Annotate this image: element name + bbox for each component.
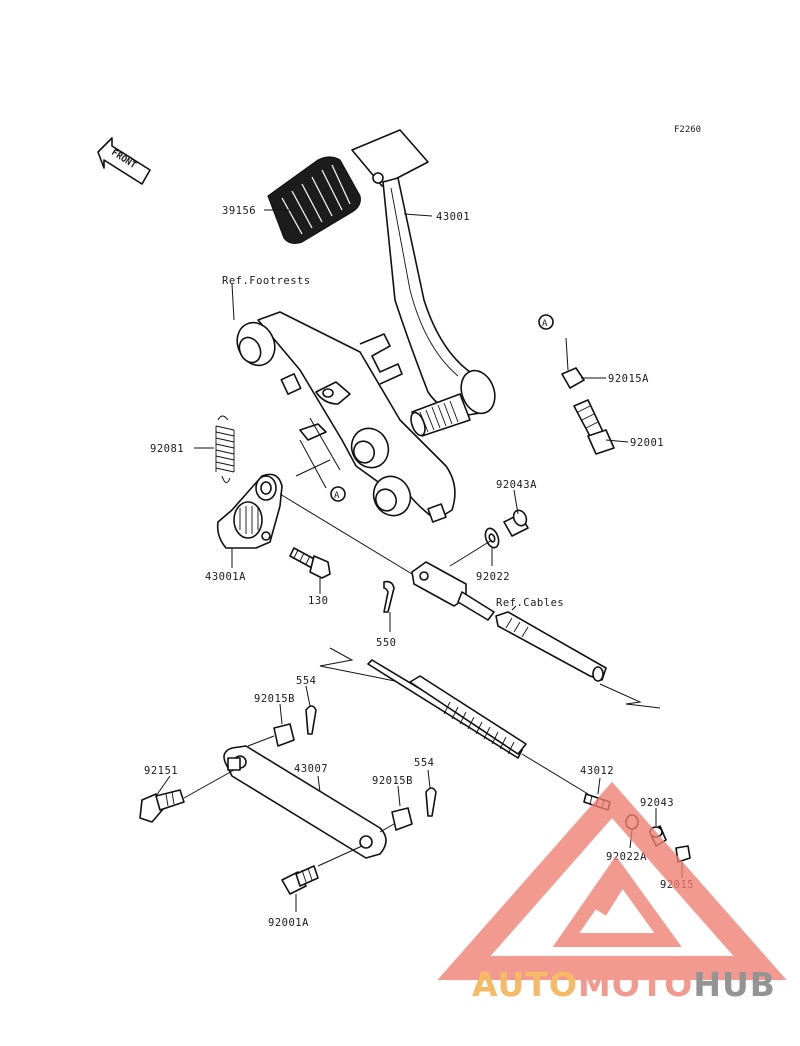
callout-a-upper: A: [538, 314, 554, 330]
svg-text:AUTOMOTOHUB: AUTOMOTOHUB: [472, 965, 776, 1004]
label-43001A: 43001A: [205, 571, 246, 583]
label-554-upper: 554: [296, 675, 316, 687]
clip-554-lower: [425, 787, 437, 817]
label-92001: 92001: [630, 437, 664, 449]
pivot-arm: [216, 473, 283, 549]
brake-link-rod: [223, 745, 387, 859]
brake-pedal-lever: [351, 129, 496, 437]
bolt-92001A: [281, 865, 319, 895]
label-92151: 92151: [144, 765, 178, 777]
label-92015B-lower: 92015B: [372, 775, 413, 787]
assembly-lines: [183, 337, 569, 867]
footrest-bracket: [236, 311, 456, 523]
break-line-right: [599, 683, 661, 709]
nut-92015B-upper: [273, 723, 295, 747]
brake-cable-upper: [495, 611, 607, 682]
label-ref-footrests: Ref.Footrests: [222, 275, 311, 287]
cable-clevis: [411, 561, 495, 621]
label-92043A: 92043A: [496, 479, 537, 491]
label-43012: 43012: [580, 765, 614, 777]
label-92043: 92043: [640, 797, 674, 809]
cotter-pin: [383, 580, 395, 613]
washer-92022: [484, 527, 500, 549]
svg-text:A: A: [334, 491, 340, 501]
label-554-lower: 554: [414, 757, 434, 769]
bolt-92151: [139, 789, 185, 823]
nut-92015A: [561, 367, 585, 389]
automotohub-logo: AUTOMOTOHUB: [437, 781, 787, 1004]
label-leaders: [155, 209, 683, 912]
label-39156: 39156: [222, 205, 256, 217]
label-43001: 43001: [436, 211, 470, 223]
label-130: 130: [308, 595, 328, 607]
clip-554-upper: [305, 705, 317, 735]
label-92015B-upper: 92015B: [254, 693, 295, 705]
bolt-92001: [573, 399, 615, 455]
brake-cable-lower: [367, 659, 589, 795]
label-550: 550: [376, 637, 396, 649]
return-spring: [215, 415, 235, 483]
nut-92015B-lower: [391, 807, 413, 831]
svg-text:A: A: [542, 319, 548, 329]
bolt-130: [289, 547, 331, 579]
pin-92043A: [503, 509, 529, 537]
callout-a-lower: A: [330, 486, 346, 502]
label-43007: 43007: [294, 763, 328, 775]
diagram-code: F2260: [674, 125, 701, 135]
label-92022A: 92022A: [606, 851, 647, 863]
front-arrow-icon: FRONT: [97, 137, 151, 185]
pedal-pad: [267, 156, 361, 244]
label-ref-cables: Ref.Cables: [496, 597, 564, 609]
break-line-left: [319, 647, 441, 691]
label-92022: 92022: [476, 571, 510, 583]
label-92081: 92081: [150, 443, 184, 455]
label-92001A: 92001A: [268, 917, 309, 929]
label-92015A: 92015A: [608, 373, 649, 385]
